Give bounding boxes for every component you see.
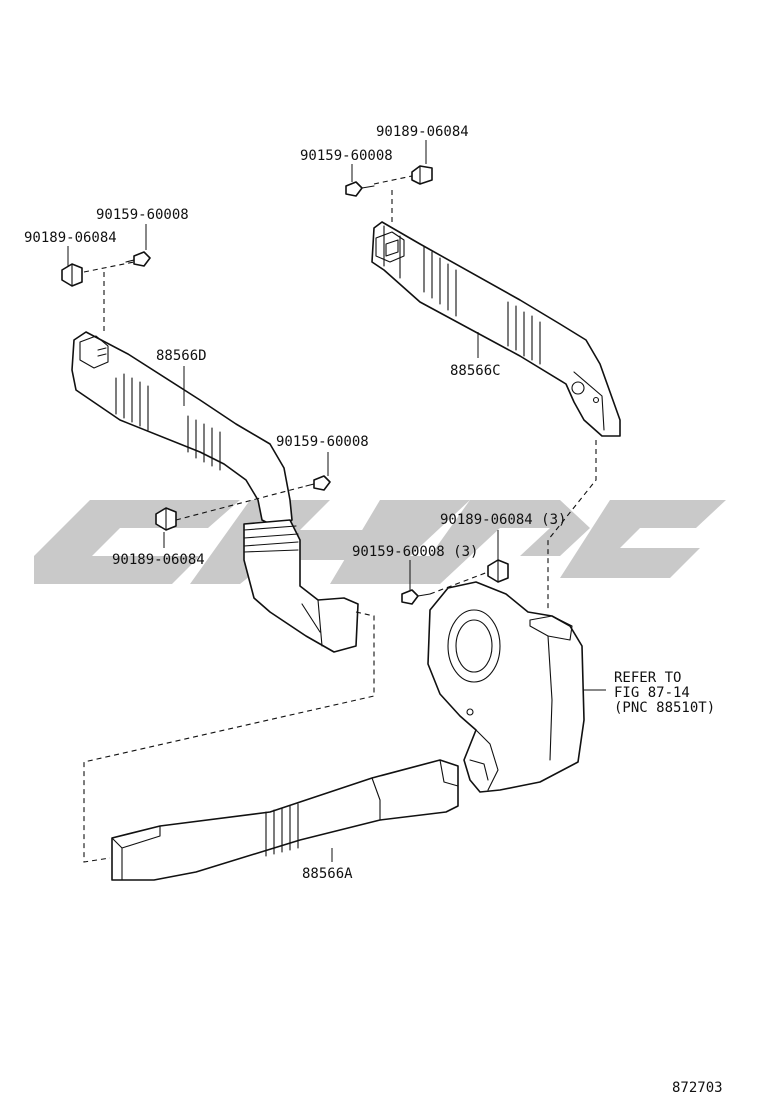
- label-refer-line-3: (PNC 88510T): [614, 700, 715, 716]
- label-refer-line-2: FIG 87-14: [614, 685, 690, 701]
- fastener-screw-mid-d: [305, 475, 331, 491]
- duct-88566c: [371, 221, 621, 437]
- labels: 90189-06084 90159-60008 90159-60008 9018…: [24, 124, 723, 1096]
- fastener-screw-top-d: [125, 251, 151, 267]
- fastener-clip-unit: [487, 559, 509, 583]
- label-top-screw-c: 90159-60008: [300, 148, 393, 164]
- watermark-logo: [34, 500, 726, 584]
- fastener-clip-mid-d: [155, 507, 177, 531]
- label-unit-screw: 90159-60008 (3): [352, 544, 478, 560]
- fastener-screw-unit: [401, 589, 431, 605]
- label-refer-line-1: REFER TO: [614, 670, 681, 686]
- leader-lines: [67, 140, 606, 862]
- assembly-lines: [83, 175, 597, 863]
- label-88566d: 88566D: [156, 348, 207, 364]
- fastener-screw-top-c: [345, 181, 375, 197]
- label-top-clip-c: 90189-06084: [376, 124, 469, 140]
- duct-88566a: [111, 759, 459, 881]
- fastener-clip-top-c: [411, 165, 433, 185]
- fastener-clip-top-d: [61, 263, 83, 287]
- label-88566c: 88566C: [450, 363, 501, 379]
- blower-unit: [427, 581, 585, 793]
- label-88566a: 88566A: [302, 866, 353, 882]
- label-unit-clip: 90189-06084 (3): [440, 512, 566, 528]
- duct-88566d: [71, 331, 359, 653]
- label-mid-screw-d: 90159-60008: [276, 434, 369, 450]
- label-top-clip-d: 90189-06084: [24, 230, 117, 246]
- label-mid-clip-d: 90189-06084: [112, 552, 205, 568]
- figure-number: 872703: [672, 1080, 723, 1096]
- label-top-screw-d: 90159-60008: [96, 207, 189, 223]
